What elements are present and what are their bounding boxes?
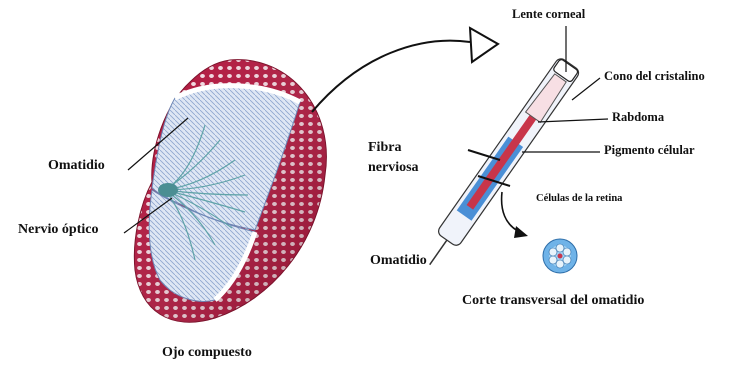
nerve-fiber-tail: [430, 240, 447, 265]
label-crystalline-cone: Cono del cristalino: [604, 69, 705, 84]
label-compound-eye: Ojo compuesto: [162, 345, 252, 361]
label-ommatidium-left: Omatidio: [48, 158, 105, 174]
magnify-arrow-head: [470, 28, 498, 62]
label-ommatidium-right: Omatidio: [370, 253, 427, 269]
optic-nerve-root: [158, 183, 178, 197]
compound-eye-illustration: [134, 60, 326, 323]
label-rhabdom: Rabdoma: [612, 110, 664, 125]
label-retina-cells: Células de la retina: [536, 193, 622, 204]
label-optic-nerve: Nervio óptico: [18, 222, 98, 238]
label-cross-section: Corte transversal del omatidio: [462, 293, 644, 309]
label-pigment-cell: Pigmento célular: [604, 143, 695, 158]
cross-section-arrow-head: [514, 226, 528, 238]
cross-section-arrow: [502, 192, 520, 232]
label-corneal-lens: Lente corneal: [512, 7, 585, 22]
cross-section-rosette: [543, 239, 577, 273]
label-nerve-fiber: Fibra nerviosa: [368, 138, 419, 178]
magnify-arrow: [312, 41, 470, 112]
